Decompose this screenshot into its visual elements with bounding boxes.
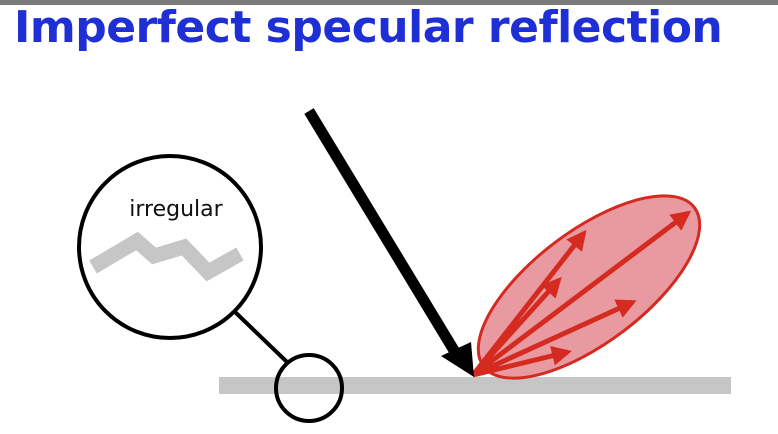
reflected-ray-5 — [472, 346, 572, 378]
slide-title: Imperfect specular reflection — [14, 2, 723, 53]
incident-ray-arrowhead — [441, 342, 474, 377]
surface-spot-circle — [274, 353, 344, 423]
reflecting-surface — [219, 377, 731, 394]
reflected-rays — [471, 210, 692, 378]
reflected-ray-4 — [471, 299, 637, 378]
magnifier-connector — [232, 309, 289, 364]
reflected-ray-3 — [471, 277, 562, 377]
incident-ray — [304, 108, 460, 355]
rough-surface-profile — [89, 231, 244, 282]
top-rule — [0, 0, 778, 5]
zoom-label: irregular — [129, 197, 223, 222]
reflected-ray-2 — [471, 210, 692, 377]
